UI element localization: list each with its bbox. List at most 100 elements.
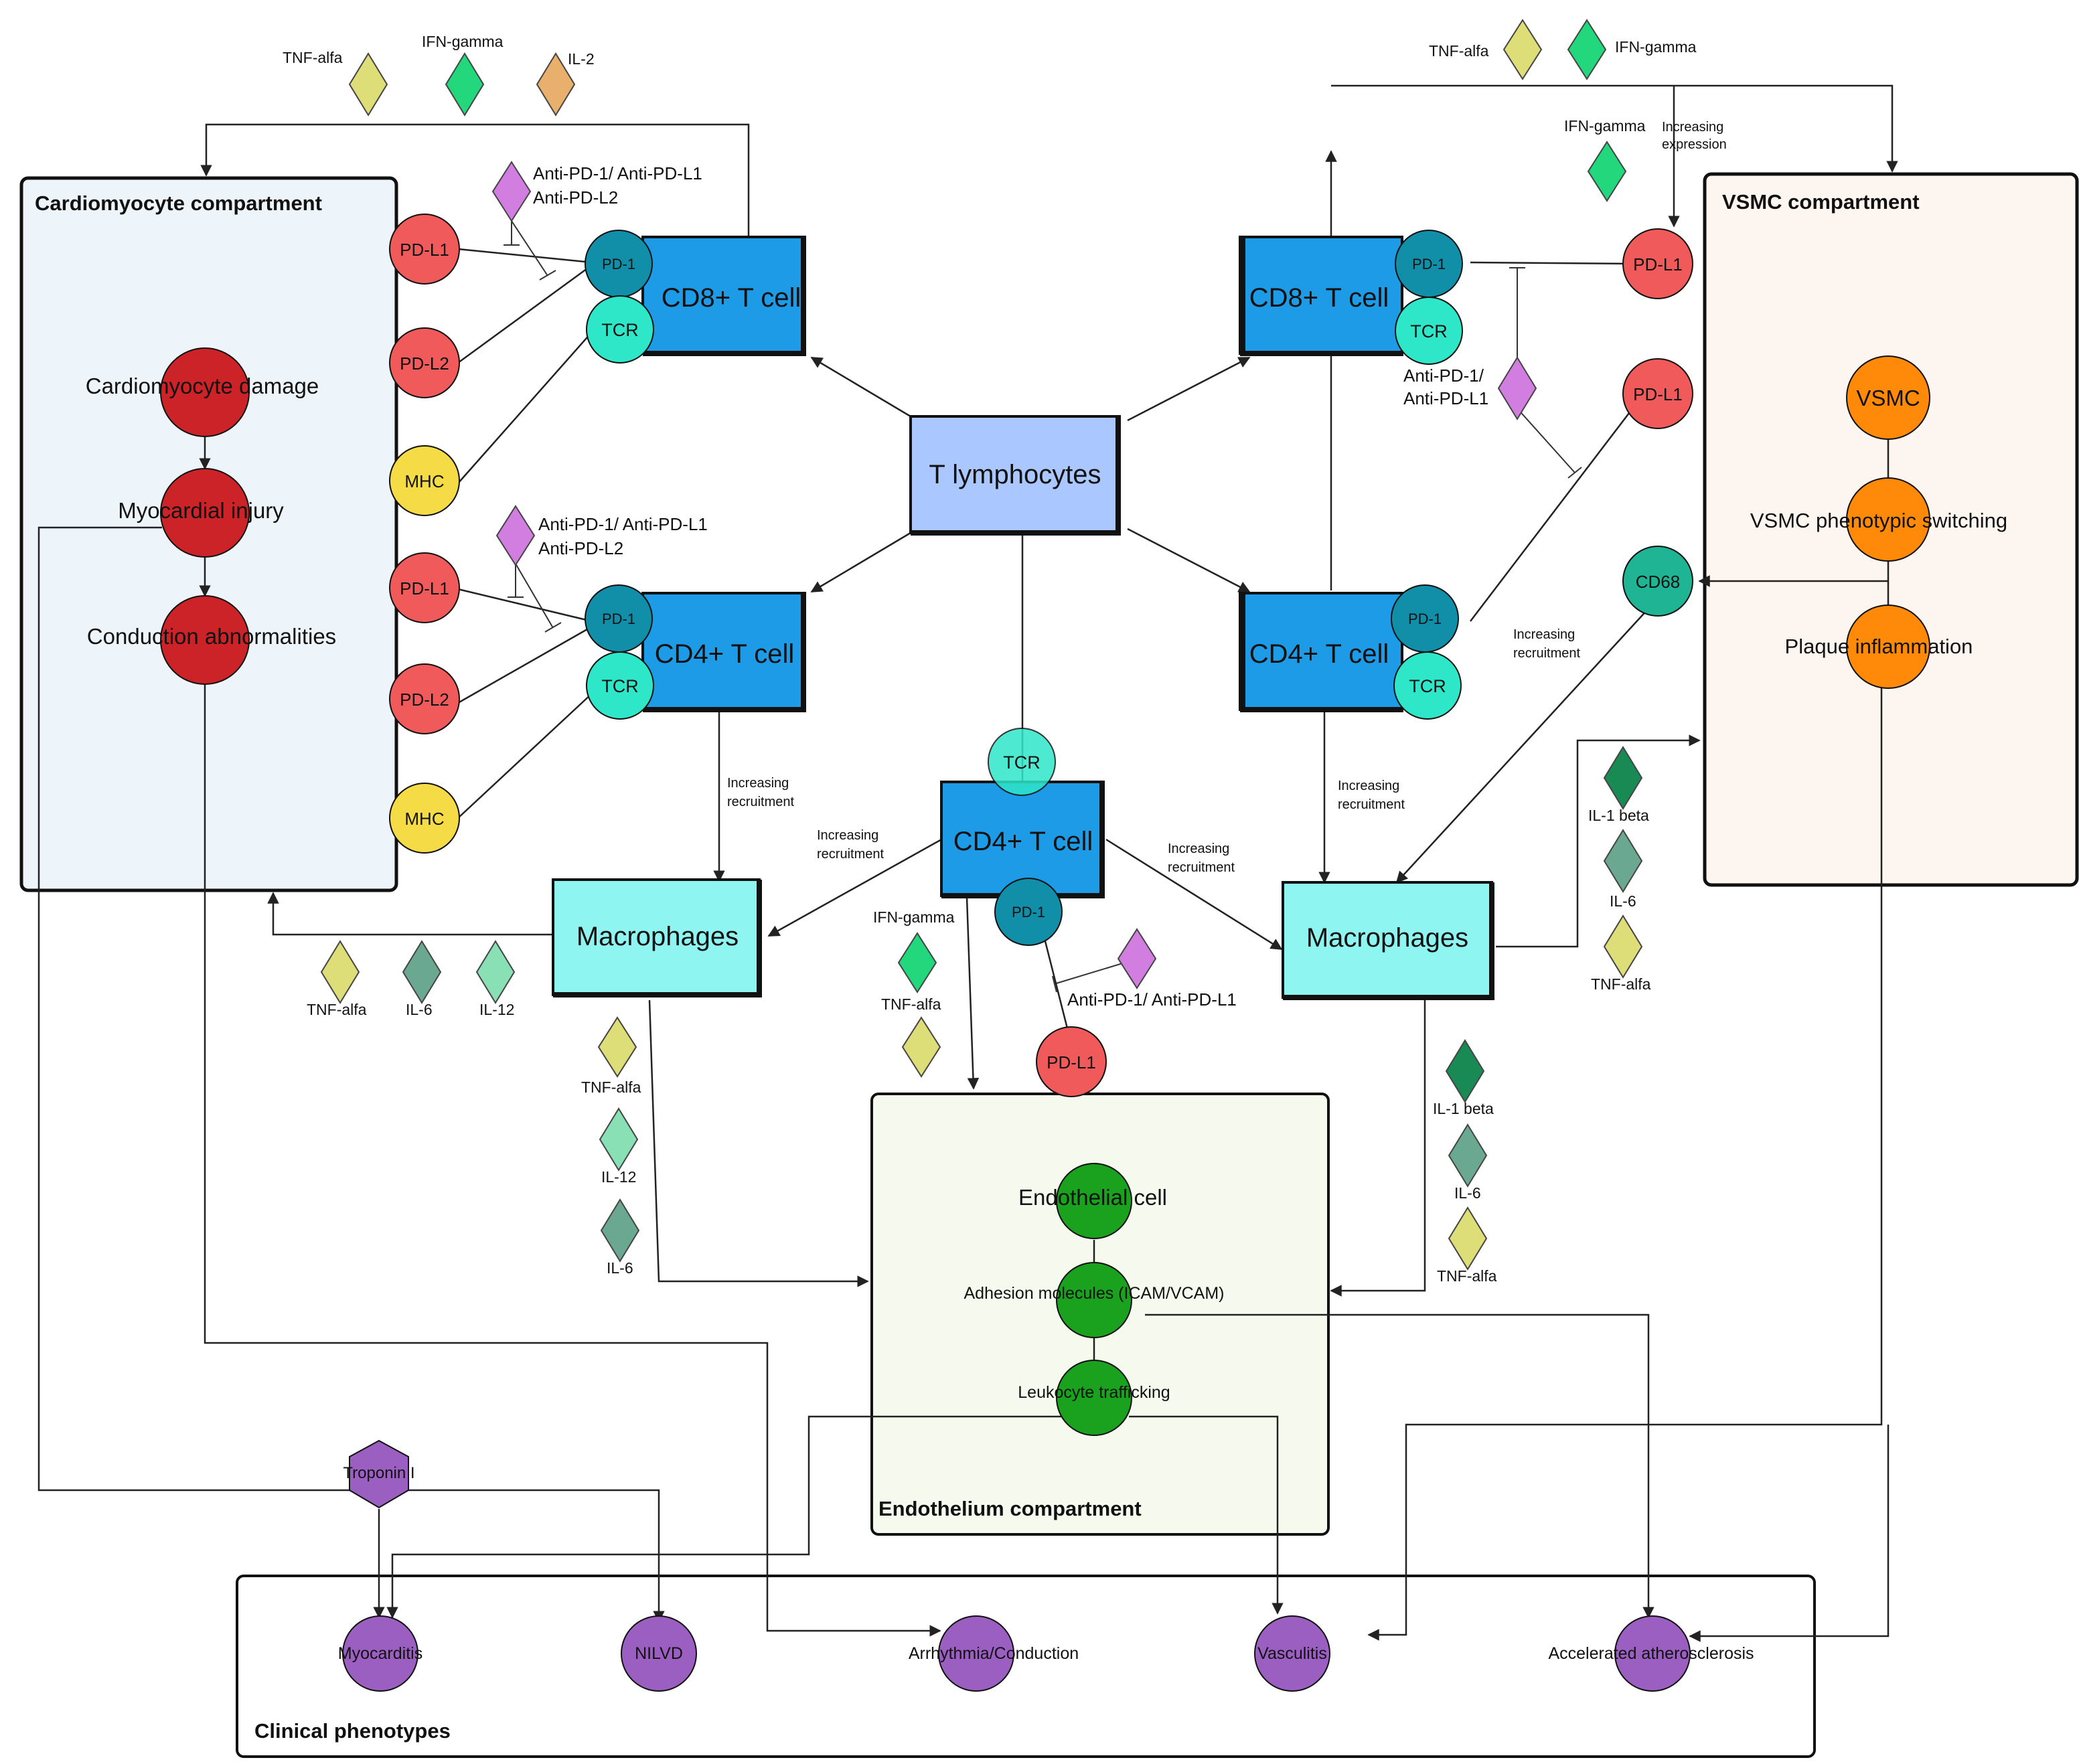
cytokine-tnf-diamond bbox=[1448, 1206, 1488, 1271]
pd1-label: PD-1 bbox=[1012, 904, 1045, 920]
drug-anti-pd-diamond bbox=[1117, 928, 1157, 989]
il12-label: IL-12 bbox=[601, 1168, 636, 1186]
clinical-myocarditis-node bbox=[342, 1615, 418, 1692]
macrophages-left: Macrophages bbox=[552, 878, 762, 997]
mhc-node bbox=[389, 445, 460, 516]
tnf-label: TNF-alfa bbox=[881, 995, 941, 1013]
ifn-label: IFN-gamma bbox=[422, 33, 504, 50]
cytokine-tnf-diamond bbox=[1503, 19, 1543, 80]
tnf-label: TNF-alfa bbox=[307, 1001, 367, 1018]
tcr-cd4-left bbox=[586, 651, 654, 720]
increasing-label: Increasing bbox=[727, 776, 789, 791]
pd1-label: PD-1 bbox=[602, 611, 635, 627]
cytokine-tnf-diamond bbox=[1603, 914, 1643, 979]
pdl1-label: PD-L1 bbox=[400, 578, 449, 598]
il2-label: IL-2 bbox=[568, 50, 595, 68]
pdl2-node bbox=[389, 327, 460, 398]
myocardial-injury-label: Myocardial injury bbox=[118, 498, 284, 523]
cytokine-ifn-diamond bbox=[1567, 19, 1607, 80]
recruitment-label: recruitment bbox=[1168, 860, 1235, 875]
cd4-t-cell-right: CD4+ T cell bbox=[1239, 592, 1403, 712]
increasing-label: Increasing bbox=[1662, 120, 1723, 135]
pdl1-node bbox=[389, 214, 460, 285]
clinical-phenotypes-title: Clinical phenotypes bbox=[254, 1719, 451, 1743]
pdl2-node bbox=[389, 663, 460, 734]
cytokine-il2-diamond bbox=[536, 52, 576, 116]
endothelial-cell-node bbox=[1056, 1163, 1132, 1239]
conduction-abnormalities-node bbox=[160, 595, 250, 685]
mhc-node bbox=[389, 783, 460, 854]
cytokine-il6-diamond bbox=[1448, 1123, 1488, 1188]
anti-pdl2-label: Anti-PD-L2 bbox=[538, 538, 623, 558]
increasing-label: Increasing bbox=[817, 828, 878, 843]
pdl1-node bbox=[389, 552, 460, 623]
increasing-label: Increasing bbox=[1338, 779, 1399, 793]
tnf-label: TNF-alfa bbox=[581, 1078, 641, 1096]
recruitment-label: recruitment bbox=[727, 795, 794, 809]
mhc-label: MHC bbox=[404, 471, 444, 491]
cd68-node bbox=[1622, 546, 1693, 617]
anti-pd1-pdl1-label: Anti-PD-1/ Anti-PD-L1 bbox=[1067, 989, 1237, 1010]
cd8-t-cell-left: CD8+ T cell bbox=[641, 236, 806, 356]
anti-pdl2-label: Anti-PD-L2 bbox=[533, 187, 618, 208]
cytokine-il12-diamond bbox=[475, 940, 516, 1004]
cytokine-tnf-diamond bbox=[901, 1016, 941, 1078]
pdl1-node bbox=[1036, 1026, 1107, 1097]
leukocyte-trafficking-label: Leukocyte trafficking bbox=[1018, 1383, 1170, 1402]
cytokine-il1b-diamond bbox=[1603, 746, 1643, 810]
troponin-biomarker-node bbox=[349, 1439, 409, 1509]
increasing-label: Increasing bbox=[1513, 627, 1575, 642]
troponin-label: Troponin I bbox=[343, 1464, 414, 1482]
mhc-label: MHC bbox=[404, 809, 444, 829]
il6-label: IL-6 bbox=[406, 1001, 433, 1018]
drug-anti-pd-diamond bbox=[495, 505, 536, 566]
myocardial-injury-node bbox=[160, 468, 250, 558]
cytokine-il6-diamond bbox=[402, 940, 442, 1004]
anti-pdl1-label: Anti-PD-L1 bbox=[1403, 388, 1488, 408]
pdl2-label: PD-L2 bbox=[400, 353, 449, 374]
pdl2-label: PD-L2 bbox=[400, 690, 449, 710]
vsmc-label: VSMC bbox=[1856, 386, 1920, 410]
vsmc-phenotypic-switching-node bbox=[1846, 477, 1930, 562]
il6-label: IL-6 bbox=[1610, 892, 1636, 910]
tcr-cd8-right bbox=[1395, 297, 1463, 365]
cytokine-il1b-diamond bbox=[1445, 1039, 1485, 1103]
nilvd-label: NILVD bbox=[635, 1644, 683, 1663]
tcr-cd4-center bbox=[988, 728, 1056, 796]
conduction-abnormalities-label: Conduction abnormalities bbox=[87, 624, 336, 649]
pdl1-label: PD-L1 bbox=[400, 240, 449, 260]
plaque-inflammation-label: Plaque inflammation bbox=[1785, 635, 1973, 658]
tnf-label: TNF-alfa bbox=[1429, 42, 1489, 60]
pdl1-node bbox=[1622, 228, 1693, 299]
atherosclerosis-label: Accelerated atherosclerosis bbox=[1548, 1644, 1754, 1663]
cd68-label: CD68 bbox=[1636, 572, 1680, 592]
cd4-t-cell-left: CD4+ T cell bbox=[641, 592, 806, 712]
tcr-cd4-right bbox=[1393, 651, 1462, 720]
cytokine-tnf-diamond bbox=[320, 940, 360, 1004]
t-lymphocytes-label: T lymphocytes bbox=[929, 460, 1101, 489]
arrhythmia-label: Arrhythmia/Conduction bbox=[909, 1644, 1079, 1663]
cd8-left-label: CD8+ T cell bbox=[662, 283, 801, 313]
drug-anti-pd-diamond bbox=[1497, 356, 1537, 420]
macrophages-left-label: Macrophages bbox=[576, 922, 739, 951]
il6-label: IL-6 bbox=[1454, 1184, 1481, 1202]
cardiomyocyte-damage-node bbox=[160, 347, 250, 437]
endothelium-compartment-title: Endothelium compartment bbox=[878, 1497, 1142, 1520]
recruitment-label: recruitment bbox=[817, 847, 884, 862]
pdl1-label: PD-L1 bbox=[1633, 254, 1683, 274]
cardiomyocyte-compartment-title: Cardiomyocyte compartment bbox=[35, 191, 322, 215]
cytokine-tnf-diamond bbox=[597, 1016, 637, 1078]
tcr-label: TCR bbox=[1409, 676, 1446, 696]
cytokine-ifn-diamond bbox=[897, 932, 937, 993]
pd1-label: PD-1 bbox=[1408, 611, 1442, 627]
cytokine-il12-diamond bbox=[599, 1107, 639, 1172]
vsmc-compartment-title: VSMC compartment bbox=[1722, 190, 1920, 214]
myocarditis-label: Myocarditis bbox=[338, 1644, 422, 1663]
tnf-label: TNF-alfa bbox=[1437, 1267, 1497, 1285]
macrophages-right-label: Macrophages bbox=[1306, 923, 1468, 953]
plaque-inflammation-node bbox=[1846, 605, 1930, 689]
cd4-center-label: CD4+ T cell bbox=[953, 827, 1093, 856]
vsmc-phenotypic-switching-label: VSMC phenotypic switching bbox=[1750, 509, 2007, 532]
clinical-atherosclerosis-node bbox=[1614, 1615, 1691, 1692]
